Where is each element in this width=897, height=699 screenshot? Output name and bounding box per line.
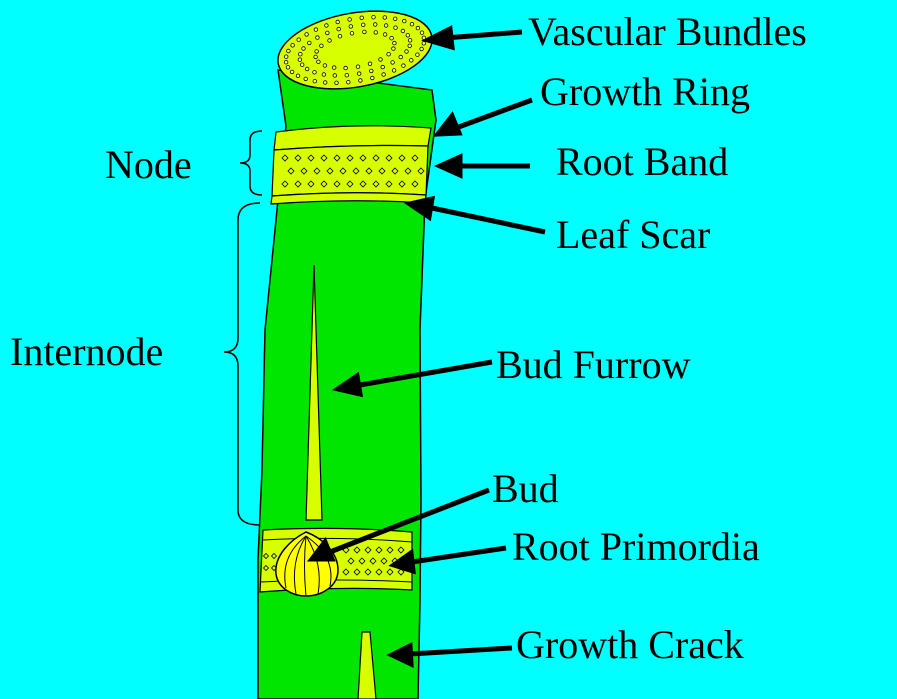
label-vascular-bundles: Vascular Bundles xyxy=(528,9,807,54)
texture-dot xyxy=(304,77,308,81)
texture-dot xyxy=(416,26,420,30)
texture-dot xyxy=(359,79,363,83)
label-root-primordia: Root Primordia xyxy=(512,524,760,569)
texture-dot xyxy=(381,65,385,69)
label-internode: Internode xyxy=(10,329,163,374)
texture-dot xyxy=(374,31,378,35)
root-band xyxy=(272,146,428,197)
texture-dot xyxy=(314,28,318,32)
texture-dot xyxy=(320,44,324,48)
texture-dot xyxy=(382,73,386,77)
texture-dot xyxy=(383,16,387,20)
texture-dot xyxy=(410,59,414,63)
texture-dot xyxy=(349,25,353,29)
label-bud: Bud xyxy=(492,466,559,511)
texture-dot xyxy=(408,44,412,48)
texture-dot xyxy=(328,39,332,43)
texture-dot xyxy=(284,60,288,64)
texture-dot xyxy=(392,47,396,51)
texture-dot xyxy=(305,67,309,71)
texture-dot xyxy=(403,19,407,23)
texture-dot xyxy=(335,81,339,85)
texture-dot xyxy=(314,55,318,59)
texture-dot xyxy=(326,31,330,35)
texture-dot xyxy=(297,38,301,42)
texture-dot xyxy=(391,61,395,65)
texture-dot xyxy=(332,66,336,70)
texture-dot xyxy=(363,30,367,34)
texture-dot xyxy=(336,20,340,24)
label-bud-furrow: Bud Furrow xyxy=(496,342,691,387)
texture-dot xyxy=(299,52,303,56)
texture-dot xyxy=(422,42,426,46)
texture-dot xyxy=(315,50,319,54)
texture-dot xyxy=(322,73,326,77)
texture-dot xyxy=(368,62,372,66)
texture-dot xyxy=(383,33,387,37)
texture-dot xyxy=(371,76,375,80)
texture-dot xyxy=(402,64,406,68)
texture-dot xyxy=(325,24,329,28)
texture-dot xyxy=(384,24,388,28)
texture-dot xyxy=(338,34,342,38)
texture-dot xyxy=(345,73,349,77)
texture-dot xyxy=(416,53,420,57)
texture-dot xyxy=(393,17,397,21)
texture-dot xyxy=(287,49,291,53)
texture-dot xyxy=(305,33,309,37)
texture-dot xyxy=(308,41,312,45)
texture-dot xyxy=(410,22,414,26)
texture-dot xyxy=(323,81,327,85)
texture-dot xyxy=(361,23,365,27)
texture-dot xyxy=(408,39,412,43)
texture-dot xyxy=(302,47,306,51)
texture-dot xyxy=(296,74,300,78)
texture-dot xyxy=(313,79,317,83)
texture-dot xyxy=(337,27,341,31)
texture-dot xyxy=(392,69,396,73)
texture-dot xyxy=(316,36,320,40)
texture-dot xyxy=(290,70,294,74)
texture-dot xyxy=(393,41,397,45)
texture-dot xyxy=(344,66,348,70)
texture-dot xyxy=(379,58,383,62)
texture-dot xyxy=(401,29,405,33)
texture-dot xyxy=(298,58,302,62)
texture-dot xyxy=(313,71,317,75)
texture-dot xyxy=(300,63,304,67)
texture-dot xyxy=(360,16,364,20)
texture-dot xyxy=(373,23,377,27)
texture-dot xyxy=(356,65,360,69)
texture-dot xyxy=(347,80,351,84)
texture-dot xyxy=(420,47,424,51)
texture-dot xyxy=(394,26,398,30)
texture-dot xyxy=(420,31,424,35)
texture-dot xyxy=(406,34,410,38)
label-node: Node xyxy=(105,142,192,187)
texture-dot xyxy=(390,36,394,40)
label-growth-crack: Growth Crack xyxy=(516,622,744,667)
texture-dot xyxy=(323,64,327,68)
texture-dot xyxy=(286,66,290,70)
texture-dot xyxy=(350,32,354,36)
label-root-band: Root Band xyxy=(556,139,728,184)
texture-dot xyxy=(333,74,337,78)
texture-dot xyxy=(387,52,391,56)
texture-dot xyxy=(291,44,295,48)
texture-dot xyxy=(399,55,403,59)
texture-dot xyxy=(284,55,288,59)
texture-dot xyxy=(405,50,409,54)
texture-dot xyxy=(370,69,374,73)
texture-dot xyxy=(348,18,352,22)
label-leaf-scar: Leaf Scar xyxy=(556,212,710,257)
label-growth-ring: Growth Ring xyxy=(540,69,750,114)
texture-dot xyxy=(317,60,321,64)
texture-dot xyxy=(372,15,376,19)
texture-dot xyxy=(357,72,361,76)
